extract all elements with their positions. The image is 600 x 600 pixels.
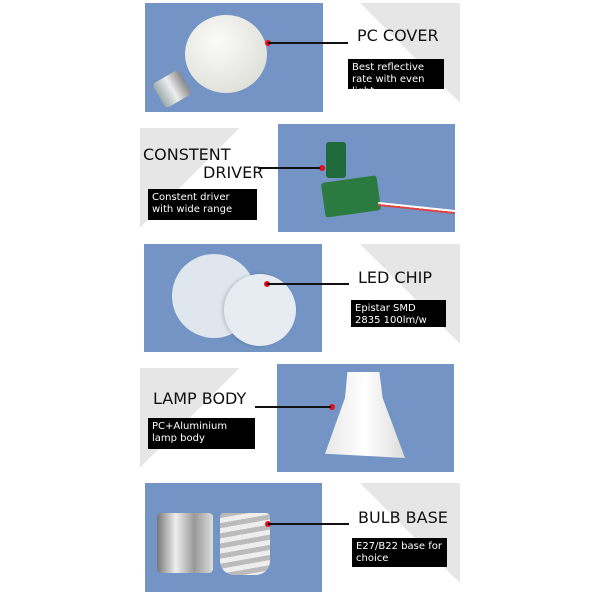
decor-triangle xyxy=(360,244,460,344)
lamp-body-icon xyxy=(325,372,405,458)
pointer-line xyxy=(258,167,320,169)
e27-base-icon xyxy=(220,513,270,575)
capacitor-icon xyxy=(326,142,346,178)
pc-cover-photo xyxy=(145,3,323,112)
circuit-board-icon xyxy=(320,175,382,218)
pointer-dot xyxy=(329,404,335,410)
bulb-base-icon xyxy=(152,69,192,109)
driver-photo xyxy=(278,124,455,232)
section-title: PC COVER xyxy=(357,26,439,45)
section-caption: Constent driver with wide range xyxy=(148,189,257,220)
pointer-dot xyxy=(319,165,325,171)
section-title-line1: CONSTENT xyxy=(143,145,231,164)
section-title: LED CHIP xyxy=(358,268,432,287)
section-title: BULB BASE xyxy=(358,508,448,527)
pointer-line xyxy=(267,283,349,285)
section-caption: E27/B22 base for choice xyxy=(352,538,447,567)
section-title: LAMP BODY xyxy=(153,389,247,408)
pointer-line xyxy=(268,42,348,44)
pointer-line xyxy=(255,406,331,408)
pointer-line xyxy=(268,523,349,525)
decor-triangle xyxy=(360,483,460,583)
b22-base-icon xyxy=(157,513,213,573)
bulb-base-photo xyxy=(145,483,322,592)
section-caption: PC+Aluminium lamp body xyxy=(148,418,255,449)
led-chip-photo xyxy=(144,244,322,352)
section-caption: Epistar SMD 2835 100lm/w xyxy=(351,300,446,327)
bulb-globe-icon xyxy=(185,15,267,93)
section-title-line2: DRIVER xyxy=(203,163,264,182)
wires-icon xyxy=(378,201,455,215)
led-board-icon xyxy=(224,274,296,346)
section-caption: Best reflective rate with even light xyxy=(348,59,444,97)
lamp-body-photo xyxy=(277,364,454,472)
